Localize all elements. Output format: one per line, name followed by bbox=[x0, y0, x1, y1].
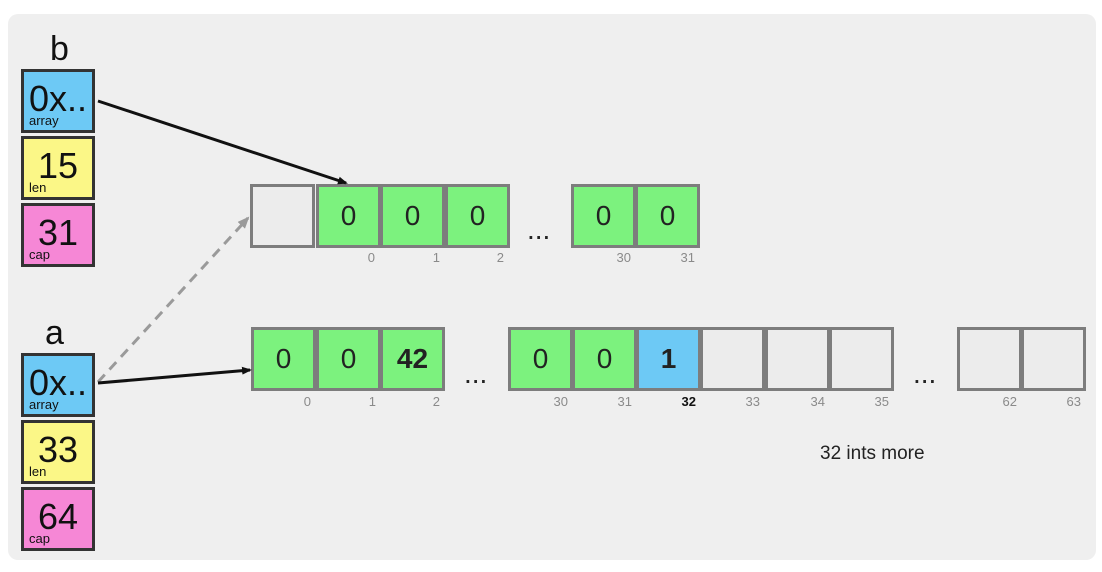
array-a-cell-free bbox=[1021, 327, 1086, 391]
array-a-index: 30 bbox=[553, 394, 568, 409]
array-b-cell: 0 bbox=[445, 184, 510, 248]
slice-a-cap-value: 64 bbox=[37, 496, 79, 537]
array-a-cell: 42 bbox=[380, 327, 445, 391]
slice-b-len-label: len bbox=[29, 180, 47, 195]
array-a-index: 33 bbox=[745, 394, 760, 409]
array-a-cell-appended: 1 bbox=[636, 327, 701, 391]
array-a-index: 62 bbox=[1002, 394, 1017, 409]
array-b-index: 1 bbox=[432, 250, 440, 265]
array-a-cell-free bbox=[765, 327, 830, 391]
pointer-arrow-b bbox=[97, 99, 348, 185]
array-a-cell: 0 bbox=[316, 327, 381, 391]
array-a-index: 35 bbox=[874, 394, 889, 409]
slice-b-array-label: array bbox=[29, 113, 59, 128]
array-a-cell: 0 bbox=[508, 327, 573, 391]
array-b-cell: 0 bbox=[571, 184, 636, 248]
array-b-index: 0 bbox=[367, 250, 375, 265]
slice-a-len-field: 33 len bbox=[21, 420, 95, 484]
array-b-cell-free bbox=[250, 184, 315, 248]
slice-a-cap-label: cap bbox=[29, 531, 50, 546]
slice-a-len-label: len bbox=[29, 464, 47, 479]
slice-a-cap-field: 64 cap bbox=[21, 487, 95, 551]
slice-b-array-field: 0x.. array bbox=[21, 69, 95, 133]
array-a-index: 2 bbox=[432, 394, 440, 409]
array-b-cell: 0 bbox=[635, 184, 700, 248]
slice-b-len-value: 15 bbox=[37, 145, 79, 186]
array-b-index: 31 bbox=[680, 250, 695, 265]
ints-more-note: 32 ints more bbox=[820, 443, 925, 464]
array-a-index: 63 bbox=[1066, 394, 1081, 409]
array-a-cell: 0 bbox=[572, 327, 637, 391]
slice-a-len-value: 33 bbox=[37, 429, 79, 470]
diagram-panel bbox=[8, 14, 1096, 560]
slice-b-len-field: 15 len bbox=[21, 136, 95, 200]
slice-b-cap-field: 31 cap bbox=[21, 203, 95, 267]
slice-b-cap-value: 31 bbox=[37, 212, 79, 253]
array-a-index-highlight: 32 bbox=[681, 394, 696, 409]
array-a-cell-free bbox=[829, 327, 894, 391]
slice-a-array-label: array bbox=[29, 397, 59, 412]
pointer-arrow-a bbox=[97, 366, 252, 385]
slice-a-array-value: 0x.. bbox=[28, 362, 88, 403]
array-b-cell: 0 bbox=[316, 184, 381, 248]
array-a-cell-free bbox=[700, 327, 765, 391]
pointer-arrow-a-old bbox=[96, 216, 250, 384]
slice-b-name: b bbox=[50, 30, 69, 68]
array-a-ellipsis: ... bbox=[913, 358, 937, 389]
array-b-cell: 0 bbox=[380, 184, 445, 248]
slice-b-cap-label: cap bbox=[29, 247, 50, 262]
array-a-index: 1 bbox=[368, 394, 376, 409]
array-b-index: 30 bbox=[616, 250, 631, 265]
array-a-cell: 0 bbox=[251, 327, 316, 391]
slice-a-array-field: 0x.. array bbox=[21, 353, 95, 417]
array-a-index: 34 bbox=[810, 394, 825, 409]
slice-a-name: a bbox=[45, 314, 64, 352]
array-b-ellipsis: ... bbox=[527, 214, 551, 245]
array-a-index: 31 bbox=[617, 394, 632, 409]
array-a-index: 0 bbox=[303, 394, 311, 409]
slice-b-array-value: 0x.. bbox=[28, 78, 88, 119]
array-a-ellipsis: ... bbox=[464, 358, 488, 389]
array-b-index: 2 bbox=[496, 250, 504, 265]
array-a-cell-free bbox=[957, 327, 1022, 391]
